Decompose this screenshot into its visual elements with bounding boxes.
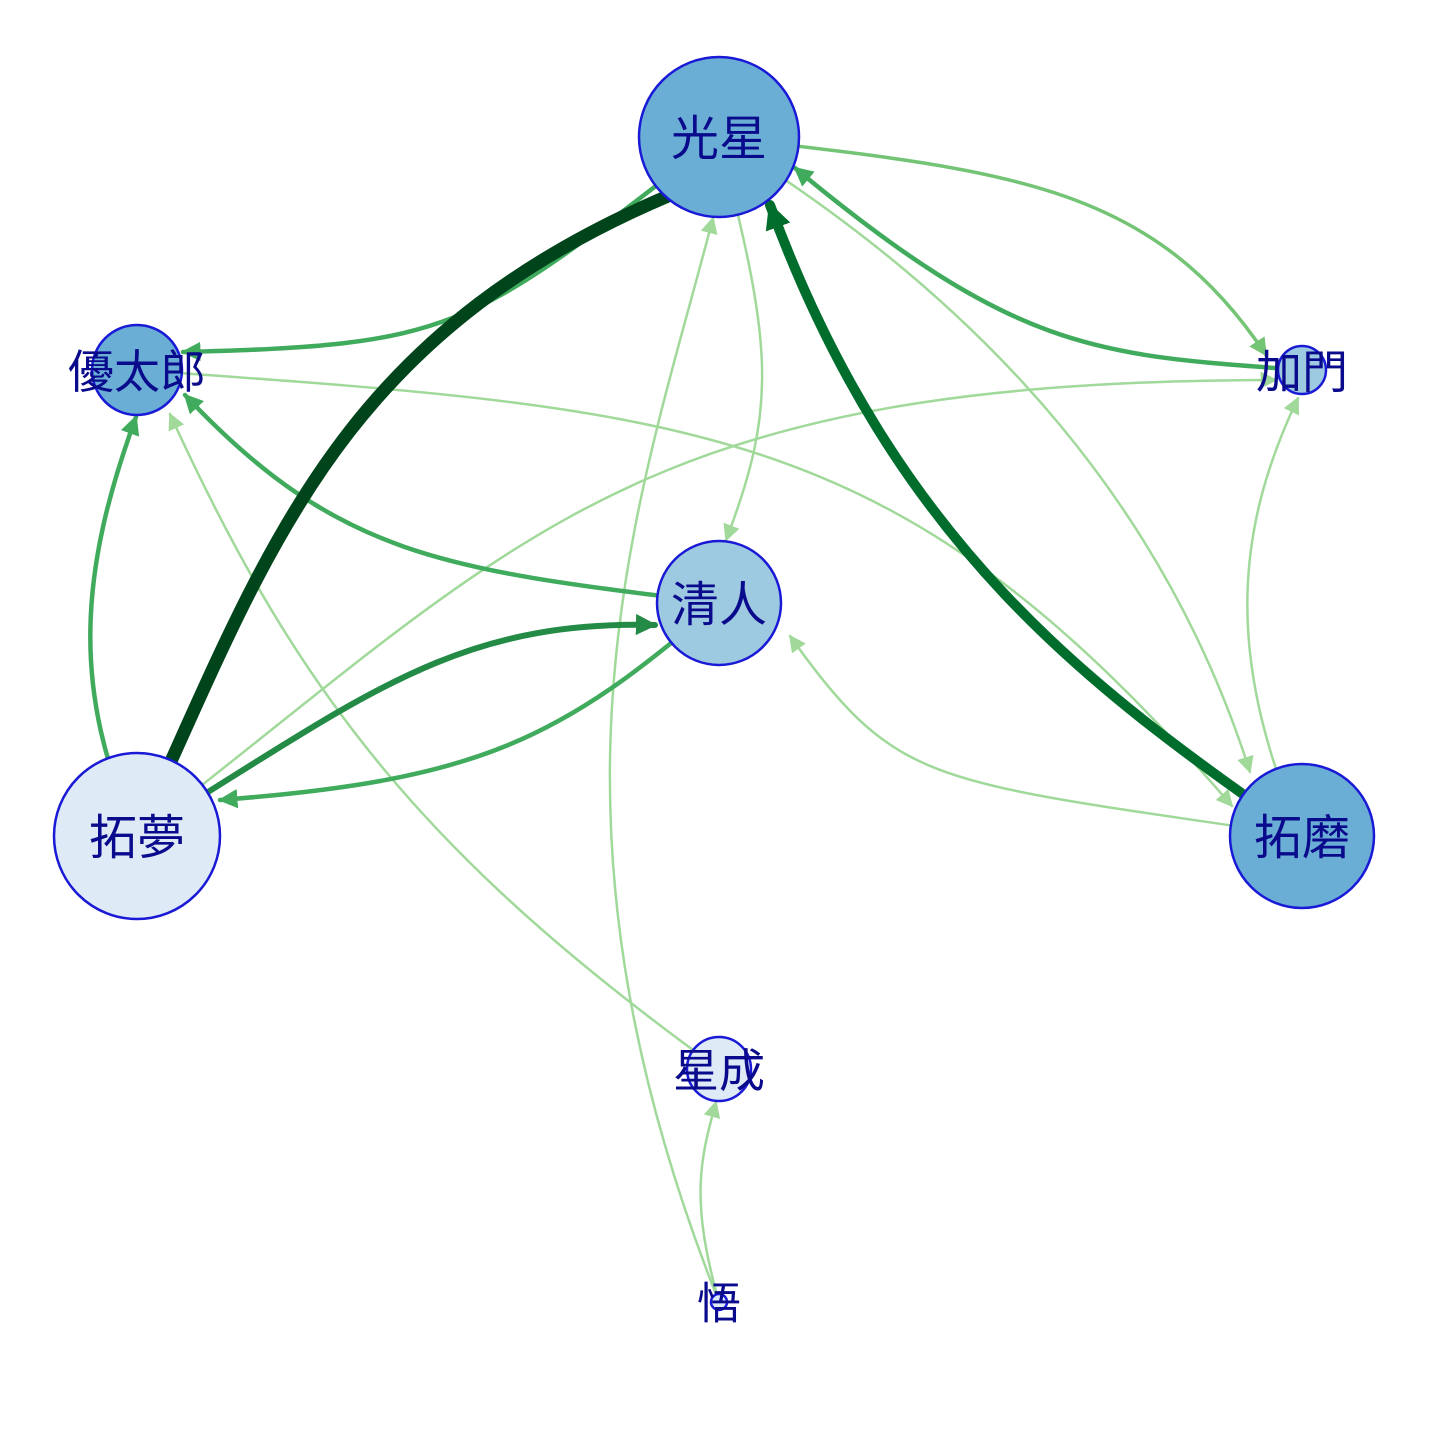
- node-label-takumu: 拓夢: [89, 810, 185, 866]
- edge-yutaro-to-takuma: [135, 368, 1234, 808]
- edge-takumu-to-kiyoto: [134, 613, 658, 839]
- node-circle-satoru[interactable]: [709, 1292, 729, 1312]
- node-kiyoto[interactable]: 清人: [655, 539, 783, 667]
- edge-kamon-to-kousei: [792, 165, 1305, 373]
- edge-kiyoto-to-takumu: [217, 600, 722, 809]
- edge-kousei-to-kamon: [717, 135, 1268, 357]
- node-satoru[interactable]: 悟: [697, 1279, 741, 1330]
- node-circle-yutaro[interactable]: [90, 323, 184, 417]
- node-label-satoru: 悟: [697, 1279, 741, 1330]
- node-circle-kamon[interactable]: [1276, 344, 1328, 396]
- node-label-yutaro: 優太郎: [68, 345, 206, 399]
- edge-satoru-to-kousei: [608, 216, 721, 1304]
- edge-takuma-to-kiyoto: [788, 634, 1304, 838]
- node-kamon[interactable]: 加門: [1256, 344, 1348, 399]
- node-circle-kousei[interactable]: [637, 55, 801, 219]
- edge-seisei-to-yutaro: [168, 412, 721, 1071]
- edge-kiyoto-to-yutaro: [182, 392, 722, 606]
- node-label-kousei: 光星: [671, 111, 767, 167]
- node-label-takuma: 拓磨: [1254, 810, 1350, 866]
- edge-takumu-to-kamon: [135, 371, 1278, 838]
- edge-takuma-to-kamon: [1246, 396, 1304, 838]
- node-takuma[interactable]: 拓磨: [1228, 762, 1376, 910]
- node-label-kamon: 加門: [1256, 345, 1348, 399]
- node-label-kiyoto: 清人: [671, 577, 767, 633]
- node-seisei[interactable]: 星成: [673, 1035, 765, 1103]
- node-circle-seisei[interactable]: [685, 1035, 753, 1103]
- edge-satoru-to-seisei: [699, 1100, 721, 1304]
- node-circle-takuma[interactable]: [1228, 762, 1376, 910]
- edge-kousei-to-takuma: [717, 135, 1254, 774]
- node-takumu[interactable]: 拓夢: [52, 751, 222, 921]
- node-label-seisei: 星成: [673, 1044, 765, 1098]
- node-circle-takumu[interactable]: [52, 751, 222, 921]
- edge-takumu-to-kousei: [130, 189, 675, 843]
- edge-takuma-to-kousei: [765, 200, 1307, 841]
- edges-layer: [88, 134, 1307, 1304]
- node-circle-kiyoto[interactable]: [655, 539, 783, 667]
- node-yutaro[interactable]: 優太郎: [68, 323, 206, 417]
- node-kousei[interactable]: 光星: [637, 55, 801, 219]
